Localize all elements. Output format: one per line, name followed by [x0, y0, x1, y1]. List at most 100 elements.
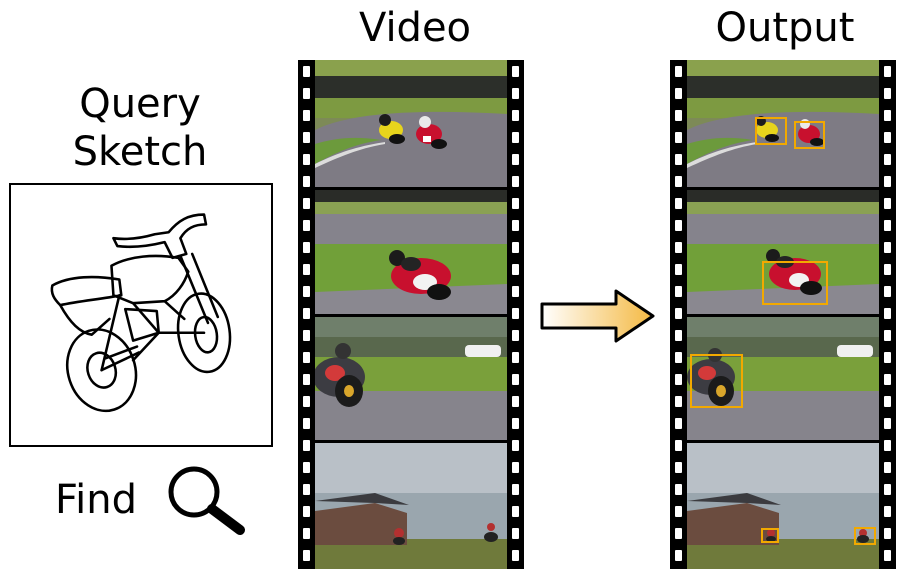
film-perforation: [303, 220, 310, 231]
film-perforation: [512, 506, 519, 517]
query-label: Query: [79, 81, 201, 127]
film-perforation: [675, 110, 682, 121]
film-perforation: [303, 286, 310, 297]
bbox-detection: [761, 528, 779, 543]
film-perforation: [675, 66, 682, 77]
film-perforation: [675, 132, 682, 143]
video-frame-4: [315, 443, 507, 569]
film-perforation: [512, 66, 519, 77]
film-perforation: [303, 506, 310, 517]
motorbike-sketch-icon: [50, 213, 232, 413]
output-film-strip: [670, 60, 896, 569]
film-perforation: [884, 506, 891, 517]
film-perforation: [303, 528, 310, 539]
film-perforation: [675, 396, 682, 407]
film-perforation: [884, 440, 891, 451]
sketch-label: Sketch: [72, 129, 208, 175]
bbox-detection: [794, 121, 825, 149]
output-frame-4: [687, 443, 879, 569]
film-perforation: [303, 484, 310, 495]
film-perforation: [884, 528, 891, 539]
film-perforation: [884, 242, 891, 253]
film-perforation: [512, 88, 519, 99]
video-frame-3: [315, 317, 507, 440]
film-perforation: [675, 528, 682, 539]
video-frame-1: [315, 60, 507, 187]
film-perforation: [884, 66, 891, 77]
film-perforation: [675, 374, 682, 385]
film-perforation: [675, 418, 682, 429]
film-perforation: [303, 88, 310, 99]
film-perforations-right: [507, 60, 524, 569]
film-perforation: [512, 550, 519, 561]
film-perforation: [303, 132, 310, 143]
rider-red: [416, 116, 447, 149]
film-perforation: [884, 418, 891, 429]
bbox-detection: [690, 354, 743, 408]
bbox-detection: [755, 117, 787, 145]
film-perforation: [512, 198, 519, 209]
film-perforation: [303, 264, 310, 275]
video-frame-2: [315, 190, 507, 314]
film-perforation: [675, 550, 682, 561]
video-film-strip: [298, 60, 524, 569]
film-perforation: [303, 66, 310, 77]
output-frame-2: [687, 190, 879, 314]
film-perforation: [512, 176, 519, 187]
film-perforation: [884, 352, 891, 363]
film-perforation: [512, 220, 519, 231]
output-label: Output: [715, 5, 855, 51]
film-perforation: [675, 462, 682, 473]
bbox-detection: [762, 261, 828, 305]
film-perforation: [512, 418, 519, 429]
film-perforation: [675, 176, 682, 187]
film-perforation: [884, 132, 891, 143]
film-perforation: [884, 396, 891, 407]
film-perforation: [884, 88, 891, 99]
film-perforation: [303, 550, 310, 561]
film-perforation: [675, 506, 682, 517]
film-perforation: [303, 110, 310, 121]
output-frame-3: [687, 317, 879, 440]
film-perforation: [303, 462, 310, 473]
film-perforation: [884, 286, 891, 297]
film-perforation: [512, 528, 519, 539]
film-perforation: [884, 462, 891, 473]
film-perforation: [303, 352, 310, 363]
output-frame-1: [687, 60, 879, 187]
film-perforation: [512, 110, 519, 121]
film-perforation: [884, 154, 891, 165]
film-perforations-left: [298, 60, 315, 569]
film-perforations-left: [670, 60, 687, 569]
film-perforation: [884, 110, 891, 121]
film-perforation: [884, 308, 891, 319]
film-perforation: [512, 132, 519, 143]
film-perforation: [303, 418, 310, 429]
video-label: Video: [358, 5, 472, 51]
rider-yellow: [379, 114, 405, 144]
find-label: Find: [55, 477, 137, 523]
film-perforation: [512, 330, 519, 341]
film-perforation: [884, 550, 891, 561]
film-perforation: [675, 440, 682, 451]
film-perforation: [303, 440, 310, 451]
film-perforation: [303, 198, 310, 209]
film-perforation: [884, 220, 891, 231]
query-sketch-box: [9, 183, 273, 447]
film-perforation: [303, 242, 310, 253]
film-perforation: [303, 176, 310, 187]
film-perforation: [675, 242, 682, 253]
film-perforation: [512, 286, 519, 297]
film-perforations-right: [879, 60, 896, 569]
bbox-detection: [854, 527, 876, 545]
film-perforation: [884, 264, 891, 275]
film-perforation: [303, 374, 310, 385]
film-perforation: [512, 242, 519, 253]
film-perforation: [675, 220, 682, 231]
film-perforation: [675, 264, 682, 275]
film-perforation: [303, 396, 310, 407]
film-perforation: [512, 462, 519, 473]
film-perforation: [512, 396, 519, 407]
film-perforation: [512, 308, 519, 319]
film-perforation: [884, 198, 891, 209]
